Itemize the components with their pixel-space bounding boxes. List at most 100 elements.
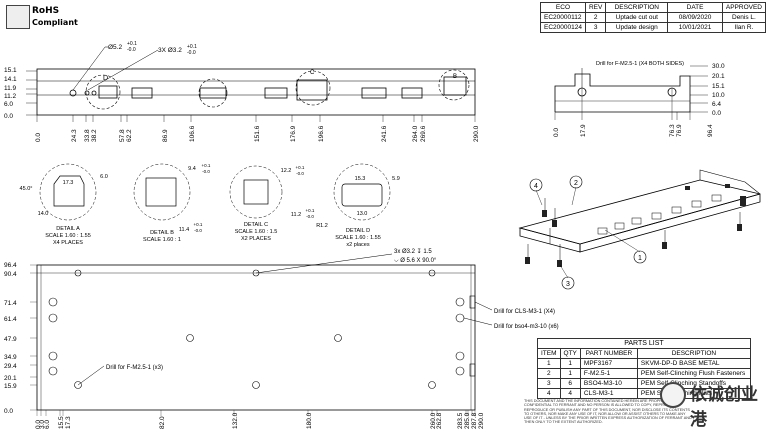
parts-cell: 1 xyxy=(559,368,581,379)
dim-tol: +0.1 xyxy=(194,222,203,227)
dim-label: 17.3 xyxy=(63,180,74,186)
dim-label: 196.6 xyxy=(318,125,325,142)
dim-label: 15.9 xyxy=(4,383,17,390)
top-view xyxy=(30,253,493,416)
holes3-callout: 3X Ø3.2 xyxy=(158,47,182,54)
balloon-1: 1 xyxy=(638,255,642,262)
dim-label: 0.0 xyxy=(553,128,560,137)
dim-tol: -0.0 xyxy=(202,169,210,174)
dim-label: 6.0 xyxy=(4,101,13,108)
dim-label: 11.2 xyxy=(4,93,17,100)
side-view-labels: Drill for F-M2.5-1 (X4 BOTH SIDES) 30.0 … xyxy=(553,61,725,137)
detail-labels: DETAIL A SCALE 1.60 : 1.55 X4 PLACES 17.… xyxy=(20,163,400,248)
dim-label: 15.1 xyxy=(4,67,17,74)
dim-label: 82.0 xyxy=(159,416,166,429)
parts-col-qty: QTY xyxy=(559,348,581,359)
dim-label: 57.8 xyxy=(119,129,126,142)
parts-col-part: PART NUMBER xyxy=(579,348,638,359)
dim-label: 76.3 xyxy=(669,124,676,137)
parts-cell: SKVM-DP-D BASE METAL xyxy=(636,358,751,369)
detail-letter-c: C xyxy=(310,70,315,76)
dim-tol: -0.0 xyxy=(296,171,304,176)
parts-col-item: ITEM xyxy=(537,348,561,359)
detail-d-places: x2 places xyxy=(346,242,369,248)
dim-label: 260.0 xyxy=(430,412,437,429)
rev-cell: Ilan R. xyxy=(721,22,766,33)
dim-label: 262.8 xyxy=(436,412,443,429)
dim-label: 15.1 xyxy=(712,83,725,90)
hole-tol-plus: +0.1 xyxy=(127,41,137,47)
dim-label: 62.2 xyxy=(126,129,133,142)
dim-label: 3.0 xyxy=(39,420,46,429)
detail-a-scale: SCALE 1.60 : 1.55 xyxy=(45,233,91,239)
table-row: EC20000124 3 Update design 10/01/2021 Il… xyxy=(540,22,766,33)
dim-label: 0.0 xyxy=(35,133,42,142)
dim-label: 5.9 xyxy=(392,176,400,182)
parts-header-row: ITEM QTY PART NUMBER DESCRIPTION xyxy=(537,348,751,359)
dim-label: 20.1 xyxy=(712,73,725,80)
dim-label: 180.0 xyxy=(306,412,313,429)
dim-label: 6.0 xyxy=(44,420,51,429)
dim-label: 13.0 xyxy=(357,211,368,217)
dim-label: 86.9 xyxy=(162,129,169,142)
dim-label: 287.8 xyxy=(471,412,478,429)
dim-tol: -0.0 xyxy=(194,228,202,233)
dim-label: 90.4 xyxy=(4,271,17,278)
dim-label: 96.4 xyxy=(707,124,714,137)
dim-label: 15.3 xyxy=(355,176,366,182)
dim-label: 61.4 xyxy=(4,316,17,323)
dim-label: 241.6 xyxy=(381,125,388,142)
holes3-tol-plus: +0.1 xyxy=(187,44,197,50)
countersink-callout-1: 3x Ø3.2 ↧ 1.5 xyxy=(394,248,432,255)
watermark-logo-icon xyxy=(660,382,686,408)
detail-d-name: DETAIL D xyxy=(346,228,370,234)
parts-list-table: PARTS LIST ITEM QTY PART NUMBER DESCRIPT… xyxy=(537,338,751,399)
isometric-view xyxy=(518,169,761,290)
detail-a-places: X4 PLACES xyxy=(53,240,83,246)
dim-label: 132.0 xyxy=(232,412,239,429)
dim-label: 15.5 xyxy=(58,416,65,429)
dim-label: 290.0 xyxy=(478,412,485,429)
dim-label: 6.4 xyxy=(712,101,721,108)
parts-cell: 4 xyxy=(559,388,581,399)
table-row: 1 1 MPF3167 SKVM-DP-D BASE METAL xyxy=(537,358,751,369)
rev-cell: Update design xyxy=(605,22,669,33)
watermark-text: 依诚创业港 xyxy=(690,385,758,430)
dim-label: 38.2 xyxy=(91,129,98,142)
balloon-labels: 1 2 3 4 xyxy=(534,180,642,288)
dim-label: 29.4 xyxy=(4,363,17,370)
rohs-logo: RoHS Compliant xyxy=(6,4,78,30)
parts-col-desc: DESCRIPTION xyxy=(636,348,751,359)
drill-callout-m3: Drill for CLS-M3-1 (X4) xyxy=(494,309,555,315)
rohs-line1: RoHS xyxy=(32,6,60,16)
dim-label: 71.4 xyxy=(4,300,17,307)
parts-list-title: PARTS LIST xyxy=(537,338,751,349)
dim-label: 14.1 xyxy=(4,76,17,83)
side-drill-note: Drill for F-M2.5-1 (X4 BOTH SIDES) xyxy=(596,61,684,67)
detail-c-name: DETAIL C xyxy=(244,222,268,228)
dim-label: 47.9 xyxy=(4,336,17,343)
dim-label: 30.0 xyxy=(712,63,725,70)
confidentiality-notice: THIS DOCUMENT AND THE INFORMATION CONTAI… xyxy=(524,399,692,425)
parts-cell: CLS-M3-1 xyxy=(579,388,638,399)
parts-cell: MPF3167 xyxy=(579,358,638,369)
rev-cell: 3 xyxy=(584,22,607,33)
dim-label: 96.4 xyxy=(4,262,17,269)
dim-label: 290.0 xyxy=(473,125,480,142)
dim-label: 0.0 xyxy=(4,113,13,120)
detail-letter-b: B xyxy=(453,74,457,80)
dim-label: 11.9 xyxy=(4,85,17,92)
hole-tol-minus: -0.0 xyxy=(127,47,136,53)
detail-b-name: DETAIL B xyxy=(150,230,174,236)
dim-tol: +0.1 xyxy=(296,165,305,170)
dim-label: 0.0 xyxy=(712,110,721,117)
top-view-labels: 96.4 90.4 71.4 61.4 47.9 34.9 29.4 20.1 … xyxy=(4,248,559,429)
drill-callout-bso4: Drill for bso4-m3-10 (x6) xyxy=(494,324,559,330)
dim-label: 9.4 xyxy=(188,166,196,172)
parts-cell: 2 xyxy=(537,368,561,379)
dim-label: 14.0 xyxy=(38,211,49,217)
dim-label: 6.0 xyxy=(100,174,108,180)
parts-cell: 3 xyxy=(537,378,561,389)
dim-label: 10.0 xyxy=(712,92,725,99)
hole-callout: Ø5.2 xyxy=(108,44,122,51)
